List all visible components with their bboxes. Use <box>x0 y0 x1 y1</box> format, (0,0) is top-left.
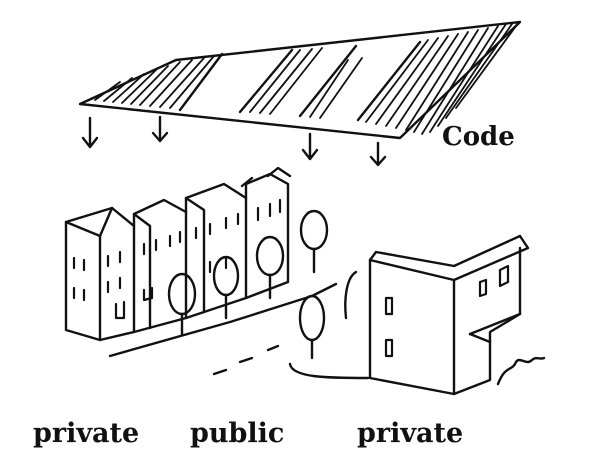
row-houses-left <box>64 166 292 342</box>
arrow-4-icon <box>369 141 387 167</box>
code-arrows <box>81 115 387 167</box>
arrow-3-icon <box>301 132 319 161</box>
tree-5-icon <box>298 294 326 360</box>
tree-4-icon <box>299 209 329 274</box>
arrow-1-icon <box>81 116 99 149</box>
public-label: public <box>190 418 285 449</box>
code-plane <box>78 20 522 140</box>
private-right-label: private <box>357 418 464 449</box>
tree-3-icon <box>255 235 285 300</box>
code-label: Code <box>442 122 515 152</box>
tree-1-icon <box>167 272 197 336</box>
tree-6-partial-icon <box>344 270 358 320</box>
private-left-label: private <box>33 418 140 449</box>
arrow-2-icon <box>151 115 169 143</box>
tree-2-icon <box>212 255 240 320</box>
street <box>108 282 370 380</box>
building-right <box>368 234 546 396</box>
